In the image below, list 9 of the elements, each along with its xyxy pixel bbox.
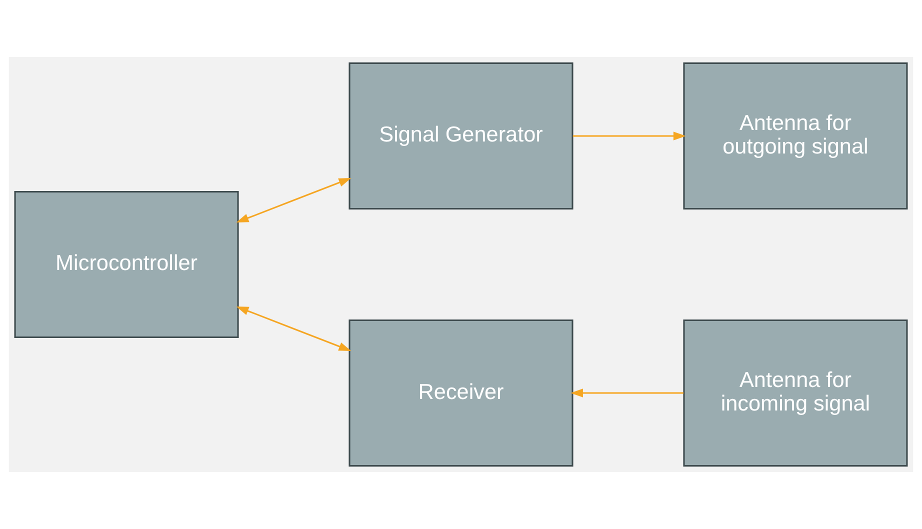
arrow — [236, 306, 352, 352]
arrow — [572, 132, 686, 140]
arrow — [570, 388, 684, 398]
node-box: Antenna for incoming signal — [683, 319, 908, 467]
node-box: Antenna for outgoing signal — [683, 62, 908, 210]
node-box: Signal Generator — [348, 62, 574, 210]
node-box: Receiver — [348, 319, 574, 467]
node-box: Microcontroller — [14, 190, 239, 338]
arrow — [236, 178, 352, 223]
